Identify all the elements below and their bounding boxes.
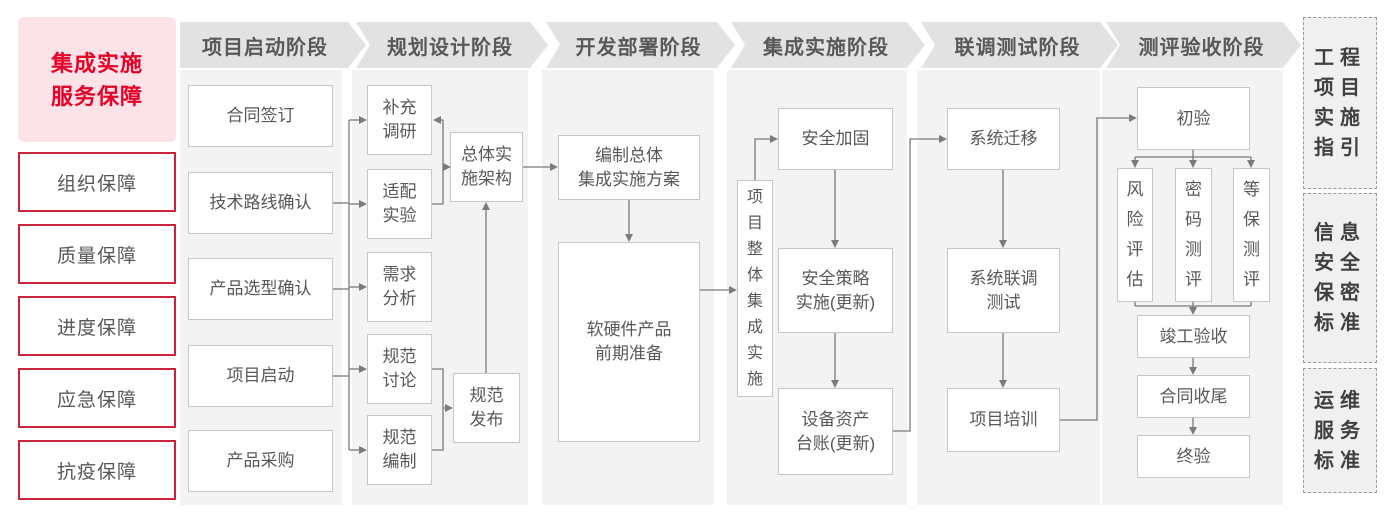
- sidebar-item-schedule-guarantee: 进度保障: [18, 296, 176, 356]
- phase-header-joint-test: 联调测试阶段: [921, 22, 1118, 68]
- flow-box-product-procurement: 产品采购: [188, 430, 333, 492]
- flow-box-spec-discussion: 规范讨论: [367, 334, 432, 404]
- standard-box-security-standards: 信息安全保密标准: [1303, 193, 1377, 363]
- flow-box-project-kickoff: 项目启动: [188, 345, 333, 407]
- flow-box-tech-route-confirm: 技术路线确认: [188, 172, 333, 234]
- flow-box-contract-signing: 合同签订: [188, 85, 333, 147]
- flow-box-contract-closure: 合同收尾: [1137, 375, 1250, 418]
- flow-box-final-acceptance: 终验: [1137, 435, 1250, 478]
- flow-box-risk-assessment: 风险评估: [1117, 168, 1153, 302]
- sidebar-item-quality-guarantee: 质量保障: [18, 224, 176, 284]
- sidebar-item-anti-epidemic-guarantee: 抗疫保障: [18, 440, 176, 500]
- flow-box-project-training: 项目培训: [947, 388, 1060, 452]
- flow-box-adaptation-test: 适配实验: [367, 169, 432, 239]
- flow-box-project-integration: 项目整体集成实施: [737, 180, 773, 397]
- flow-box-spec-compilation: 规范编制: [367, 415, 432, 485]
- phase-header-project-start: 项目启动阶段: [180, 22, 366, 68]
- flow-box-system-migration: 系统迁移: [947, 108, 1060, 170]
- flow-box-security-policy-implementation: 安全策略 实施(更新): [778, 248, 893, 333]
- phase-header-plan-design: 规划设计阶段: [356, 22, 548, 68]
- flow-box-asset-ledger-update: 设备资产 台账(更新): [778, 388, 893, 475]
- flow-box-supplementary-research: 补充调研: [367, 85, 432, 155]
- flow-box-security-hardening: 安全加固: [778, 108, 893, 170]
- phase-header-acceptance: 测评验收阶段: [1106, 22, 1301, 68]
- flow-box-product-selection-confirm: 产品选型确认: [188, 258, 333, 320]
- flow-box-initial-acceptance: 初验: [1137, 87, 1250, 150]
- flow-box-overall-integration-plan: 编制总体 集成实施方案: [558, 135, 700, 200]
- flow-box-overall-architecture: 总体实施架构: [450, 132, 523, 202]
- sidebar-item-emergency-guarantee: 应急保障: [18, 368, 176, 428]
- flow-box-spec-release: 规范发布: [453, 373, 520, 443]
- flow-box-system-joint-testing: 系统联调 测试: [947, 248, 1060, 333]
- flow-box-completion-acceptance: 竣工验收: [1137, 315, 1250, 358]
- standard-box-ops-service-standards: 运维服务标准: [1303, 368, 1377, 493]
- sidebar-item-organization-guarantee: 组织保障: [18, 152, 176, 212]
- flow-box-hw-sw-preparation: 软硬件产品 前期准备: [558, 242, 700, 442]
- sidebar-title-card: 集成实施 服务保障: [18, 17, 176, 142]
- standard-box-engineering-guide: 工程项目实施指引: [1303, 17, 1377, 189]
- flow-box-requirement-analysis: 需求分析: [367, 252, 432, 322]
- phase-header-dev-deploy: 开发部署阶段: [546, 22, 735, 68]
- flow-box-crypto-testing: 密码测评: [1175, 168, 1212, 302]
- phase-header-integration: 集成实施阶段: [731, 22, 925, 68]
- flow-box-mlps-testing: 等保测评: [1233, 168, 1270, 302]
